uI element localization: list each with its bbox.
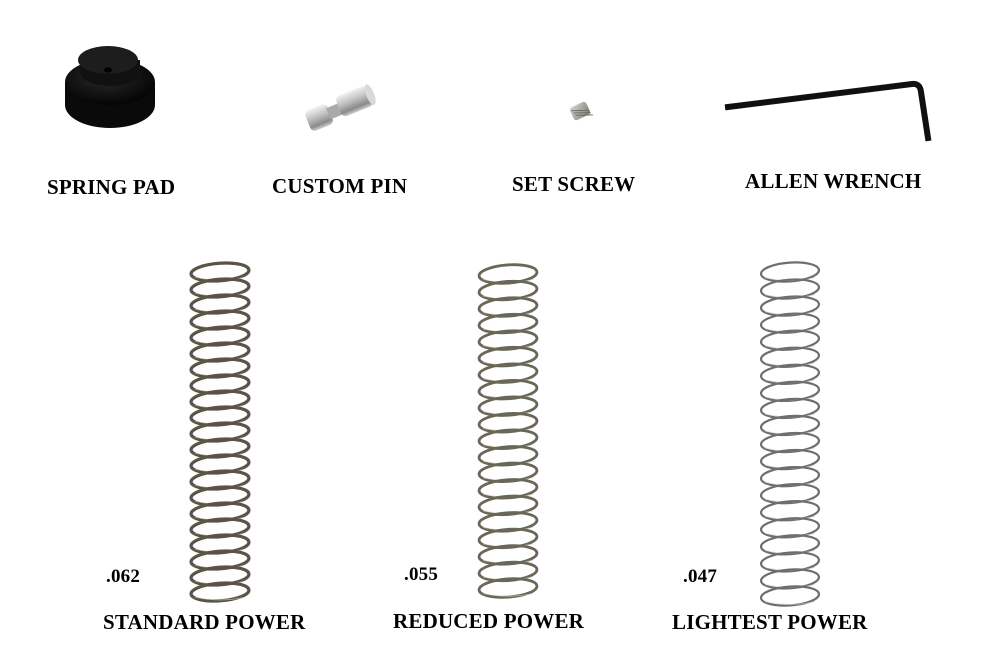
spring-coil: [759, 534, 821, 556]
spring-coil: [477, 345, 539, 368]
reduced-power-label: REDUCED POWER: [393, 609, 585, 633]
spring-coil: [189, 581, 251, 603]
spring-coil-highlight: [764, 601, 816, 605]
spring-coil-highlight: [194, 596, 246, 601]
spring-coil: [477, 296, 539, 318]
spring-coil: [759, 431, 821, 454]
spring-coil: [189, 517, 251, 539]
spring-coil: [189, 261, 251, 283]
spring-coil-highlight: [482, 593, 534, 597]
reduced-spring-icon: [477, 263, 539, 599]
standard-gauge-value: .062: [106, 566, 141, 587]
lightest-gauge-value: .047: [683, 566, 718, 587]
spring-coil: [477, 494, 539, 517]
set-screw-label: SET SCREW: [512, 172, 636, 196]
spring-coil: [759, 448, 821, 471]
spring-coil: [759, 465, 821, 488]
spring-coil: [477, 362, 539, 384]
spring-coil: [477, 279, 539, 302]
spring-coil: [477, 395, 539, 417]
spring-coil: [477, 445, 539, 467]
allen-wrench-icon: [724, 80, 932, 142]
spring-coil: [189, 437, 251, 459]
spring-coil: [189, 325, 251, 347]
spring-coil: [189, 421, 251, 443]
spring-coil: [477, 412, 539, 434]
spring-coil: [477, 461, 539, 484]
spring-coil: [189, 373, 251, 395]
spring-coil: [477, 577, 539, 599]
spring-coil: [759, 551, 821, 573]
spring-pad-icon: [65, 46, 155, 128]
spring-coil: [759, 500, 821, 522]
spring-pad-label: SPRING PAD: [47, 175, 176, 199]
spring-coil: [759, 414, 821, 437]
spring-coil: [759, 568, 821, 590]
spring-coil: [759, 346, 821, 368]
spring-coil: [189, 405, 251, 427]
spring-coil: [477, 511, 539, 533]
custom-pin-label: CUSTOM PIN: [272, 174, 408, 198]
spring-coil: [189, 389, 251, 411]
spring-coil: [189, 453, 251, 475]
set-screw-icon: [569, 101, 593, 121]
reduced-gauge-value: .055: [404, 564, 439, 585]
spring-coil: [759, 278, 821, 300]
spring-coil: [759, 517, 821, 539]
spring-coil: [477, 478, 539, 500]
custom-pin-icon: [305, 84, 376, 131]
spring-coil: [477, 560, 539, 583]
spring-coil: [759, 329, 821, 351]
allen-wrench-label: ALLEN WRENCH: [745, 169, 922, 193]
spring-coil: [477, 527, 539, 550]
spring-coil: [189, 357, 251, 379]
spring-coil: [477, 263, 539, 285]
spring-coil: [189, 341, 251, 363]
spring-coil: [189, 501, 251, 523]
spring-coil: [477, 428, 539, 450]
spring-coil: [759, 312, 821, 334]
spring-coil: [759, 363, 821, 385]
spring-coil: [189, 293, 251, 315]
spring-coil: [189, 485, 251, 507]
spring-coil: [477, 544, 539, 566]
spring-coil: [477, 312, 539, 335]
spring-coil: [759, 483, 821, 505]
spring-coil: [759, 380, 821, 403]
spring-coil: [477, 378, 539, 401]
spring-coil: [189, 533, 251, 555]
spring-coil: [759, 397, 821, 420]
spring-coil: [189, 469, 251, 491]
spring-coil: [759, 295, 821, 317]
lightest-power-label: LIGHTEST POWER: [672, 610, 868, 634]
spring-coil: [759, 261, 821, 283]
spring-coil: [189, 565, 251, 587]
spring-coil: [759, 585, 821, 607]
lightest-spring-icon: [759, 261, 821, 607]
spring-coil: [189, 277, 251, 299]
standard-power-label: STANDARD POWER: [103, 610, 306, 634]
standard-spring-icon: [189, 261, 251, 603]
spring-coil: [189, 549, 251, 571]
spring-coil: [477, 329, 539, 351]
spring-coil: [189, 309, 251, 331]
